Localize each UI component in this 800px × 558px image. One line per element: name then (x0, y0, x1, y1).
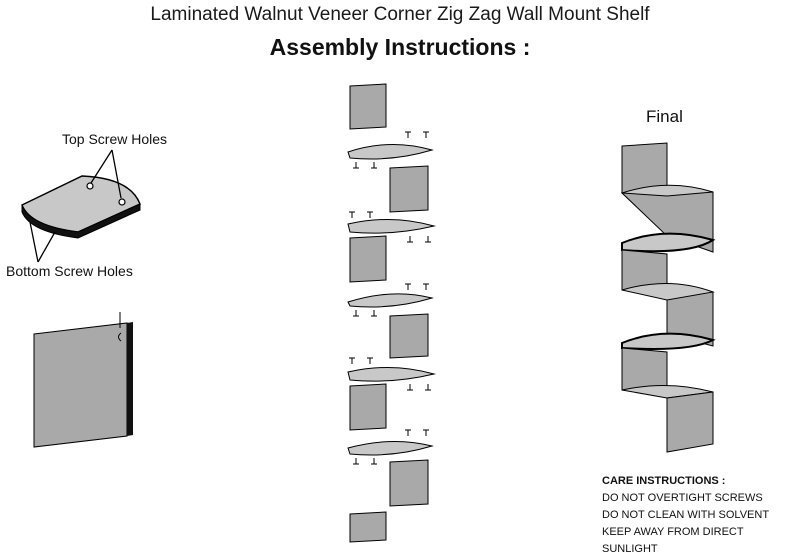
shelf-piece (347, 219, 436, 234)
panel-piece (349, 83, 387, 130)
panel-piece (349, 383, 387, 431)
shelf-detail (21, 149, 141, 263)
care-heading: CARE INSTRUCTIONS : (602, 475, 726, 487)
panel-piece (666, 391, 714, 453)
panel-piece (389, 165, 429, 213)
leader-line (111, 149, 122, 199)
panel-edge (127, 322, 133, 436)
page-title: Laminated Walnut Veneer Corner Zig Zag W… (150, 4, 650, 25)
leader-line (37, 231, 56, 263)
shelf-piece (621, 232, 716, 253)
final-shelf (620, 142, 716, 453)
shelf-piece (347, 441, 434, 456)
panel-piece (389, 459, 429, 507)
bottom-screw-holes-label: Bottom Screw Holes (6, 263, 133, 279)
top-screw-holes-label: Top Screw Holes (62, 131, 168, 147)
screw-hole-icon (118, 332, 122, 342)
care-line: DO NOT OVERTIGHT SCREWS (602, 492, 763, 504)
panel-piece (349, 235, 387, 283)
shelf-piece (347, 144, 434, 160)
panel-piece (389, 313, 429, 359)
care-line: DO NOT CLEAN WITH SOLVENT (602, 509, 770, 521)
shelf-piece (621, 332, 716, 350)
leader-line (29, 221, 39, 263)
care-instructions: CARE INSTRUCTIONS : DO NOT OVERTIGHT SCR… (602, 473, 800, 558)
panel-piece (349, 511, 387, 543)
leader-line (90, 149, 113, 184)
care-line: KEEP AWAY FROM DIRECT SUNLIGHT (602, 526, 744, 555)
side-panel (33, 322, 128, 448)
top-screw-hole-icon (86, 182, 94, 190)
shelf-piece (347, 293, 434, 308)
shelf-piece (621, 283, 715, 301)
shelf-piece (621, 184, 714, 197)
assembly-diagram (21, 83, 716, 543)
assembly-heading: Assembly Instructions : (269, 34, 531, 60)
screw-markers (349, 131, 431, 465)
exploded-assembly (347, 83, 436, 543)
final-label: Final (646, 107, 683, 126)
panel-detail (33, 312, 133, 448)
shelf-edge (21, 203, 141, 239)
shelf-piece (347, 367, 436, 382)
top-screw-hole-icon (118, 198, 126, 206)
